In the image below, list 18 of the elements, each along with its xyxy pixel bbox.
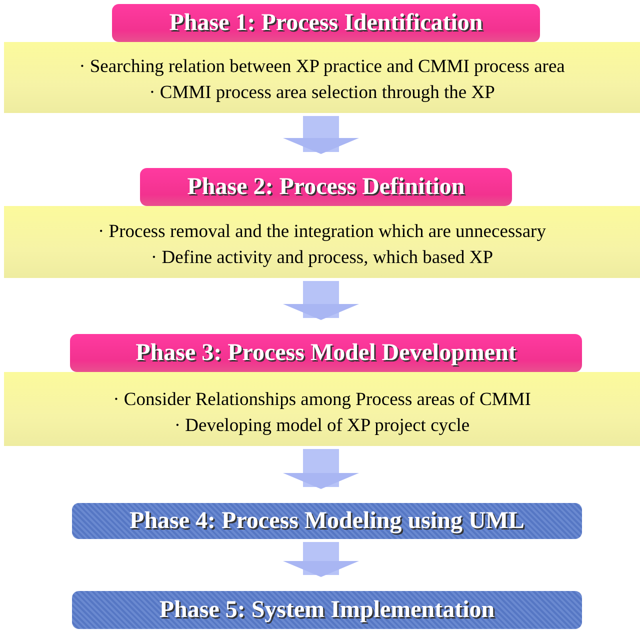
block-arrow [283, 542, 359, 577]
block-arrow [283, 281, 359, 320]
activity-panel [4, 42, 640, 113]
activity-text: · CMMI process area selection through the XP [149, 82, 495, 105]
phase-header: Phase 1: Process Identification [112, 4, 540, 42]
activity-text: · Define activity and process, which based XP [150, 247, 494, 270]
block-arrow [283, 116, 359, 154]
activity-panel [4, 206, 640, 278]
activity-text: · Consider Relationships among Process areas of CMMI [113, 389, 531, 412]
activity-text: · Developing model of XP project cycle [174, 415, 470, 438]
activity-panel [4, 372, 640, 446]
activity-text: · Process removal and the integration which are unnecessary [98, 221, 546, 244]
phase-header: Phase 2: Process Definition [140, 168, 512, 206]
activity-text: · Searching relation between XP practice and CMMI process area [79, 56, 565, 79]
block-arrow [283, 449, 359, 489]
phase-header: Phase 4: Process Modeling using UML [72, 503, 582, 539]
phase-header: Phase 3: Process Model Development [70, 334, 582, 372]
phase-header: Phase 5: System Implementation [72, 591, 582, 629]
